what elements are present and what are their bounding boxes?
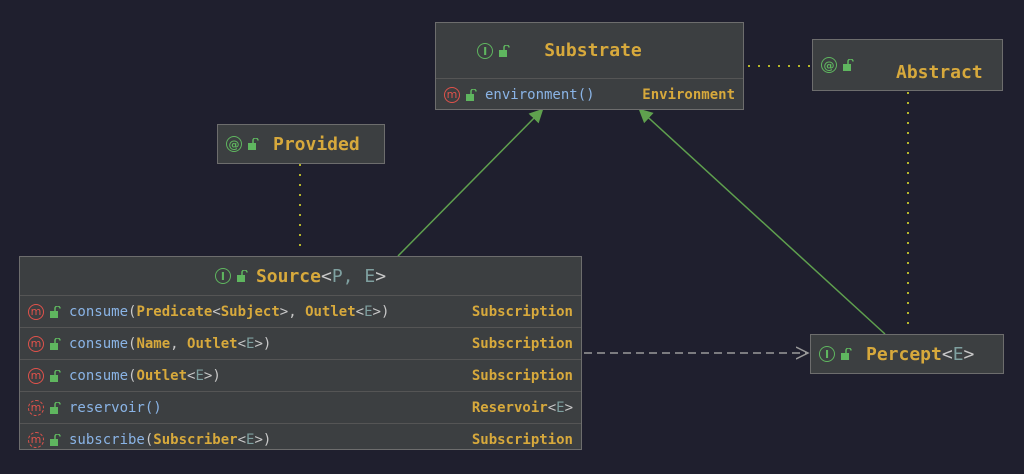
provided-annotation[interactable]: @ Provided (217, 124, 385, 164)
lock-icon (841, 348, 852, 360)
method-return-type: Subscription (471, 303, 573, 320)
source-header: I Source<P, E> (20, 257, 581, 295)
method-return-type: Subscription (471, 367, 573, 384)
percept-extends-substrate (638, 108, 886, 335)
method-row[interactable]: m consume(Predicate<Subject>, Outlet<E>)… (20, 295, 581, 327)
method-return-type: Subscription (471, 431, 573, 448)
percept-title: Percept<E> (866, 343, 975, 365)
annotation-icon: @ (821, 57, 837, 73)
interface-icon: I (214, 268, 231, 284)
source-extends-substrate (397, 108, 544, 257)
method-icon: m (444, 86, 460, 103)
method-signature: environment() (485, 86, 595, 103)
method-return-type: Reservoir<E> (471, 399, 573, 416)
provided-title: Provided (273, 133, 360, 155)
method-icon: m (28, 335, 44, 352)
interface-icon: I (477, 42, 494, 59)
method-return-type: Environment (642, 86, 735, 103)
lock-icon (50, 401, 61, 414)
abstract-annotation[interactable]: @ Abstract (812, 39, 1003, 91)
method-icon: m (28, 367, 44, 384)
method-signature: consume(Predicate<Subject>, Outlet<E>) (69, 303, 390, 320)
lock-icon (50, 433, 61, 446)
method-icon: m (28, 431, 44, 448)
annotation-icon: @ (226, 136, 242, 152)
abstract-header: @ Abstract (813, 40, 1002, 90)
lock-icon (843, 59, 854, 71)
lock-icon (499, 44, 510, 57)
source-title: Source<P, E> (255, 265, 387, 287)
method-row[interactable]: m subscribe(Subscriber<E>) Subscription (20, 423, 581, 455)
abstract-title: Abstract (896, 61, 983, 83)
substrate-title: Substrate (544, 40, 642, 61)
method-signature: consume(Name, Outlet<E>) (69, 335, 272, 352)
method-signature: consume(Outlet<E>) (69, 367, 221, 384)
lock-icon (466, 88, 477, 101)
substrate-interface[interactable]: I Substrate m environment() Environment (435, 22, 744, 110)
method-row[interactable]: m environment() Environment (436, 78, 743, 110)
lock-icon (236, 270, 248, 282)
lock-icon (50, 337, 61, 350)
method-signature: reservoir() (69, 399, 162, 416)
lock-icon (50, 369, 61, 382)
method-row[interactable]: m consume(Name, Outlet<E>) Subscription (20, 327, 581, 359)
method-return-type: Subscription (471, 335, 573, 352)
method-signature: subscribe(Subscriber<E>) (69, 431, 272, 448)
method-row[interactable]: m reservoir() Reservoir<E> (20, 391, 581, 423)
method-row[interactable]: m consume(Outlet<E>) Subscription (20, 359, 581, 391)
percept-header: I Percept<E> (811, 335, 1003, 373)
substrate-header: I Substrate (436, 23, 743, 78)
interface-icon: I (819, 346, 835, 362)
source-interface[interactable]: I Source<P, E> m consume(Predicate<Subje… (19, 256, 582, 450)
lock-icon (50, 305, 61, 318)
provided-header: @ Provided (218, 125, 384, 163)
lock-icon (248, 138, 259, 150)
percept-interface[interactable]: I Percept<E> (810, 334, 1004, 374)
method-icon: m (28, 399, 44, 416)
method-icon: m (28, 303, 44, 320)
